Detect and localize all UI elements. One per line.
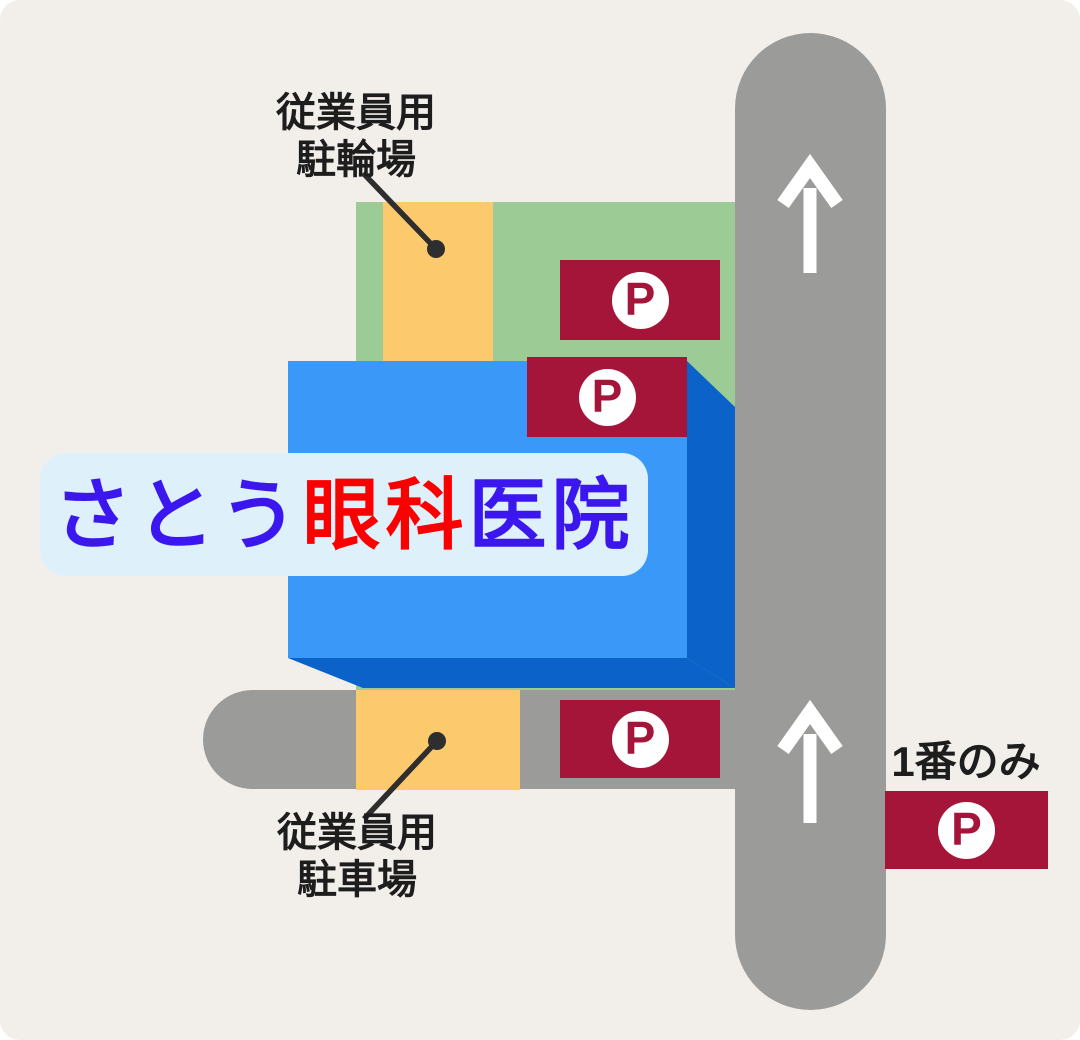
building-side-face <box>687 361 735 688</box>
parking-letter: P <box>591 370 623 422</box>
employee-car-parking-strip <box>356 690 520 790</box>
parking-letter: P <box>624 712 656 764</box>
car-parking-label: 従業員用 駐車場 <box>207 810 507 904</box>
parking-sign-south-road: P <box>560 700 720 778</box>
bicycle-parking-label-line1: 従業員用 <box>276 91 436 135</box>
parking-icon: P <box>938 801 995 859</box>
parking-letter: P <box>624 273 656 325</box>
clinic-name-part-1: さとう <box>53 470 303 559</box>
clinic-name-part-2: 眼科 <box>302 470 469 559</box>
clinic-name-banner: さとう眼科医院 <box>40 453 648 576</box>
bicycle-parking-label-line2: 駐輪場 <box>296 138 416 183</box>
bicycle-parking-label: 従業員用 駐輪場 <box>206 90 506 184</box>
car-parking-label-line1: 従業員用 <box>277 811 437 855</box>
building-bottom-face <box>288 658 735 688</box>
parking-sign-number-one: P <box>885 791 1048 869</box>
clinic-name-part-3: 医院 <box>468 470 635 559</box>
parking-icon: P <box>578 368 636 426</box>
parking-letter: P <box>951 803 982 855</box>
car-parking-label-line2: 駐車場 <box>297 858 417 903</box>
parking-sign-green-lot: P <box>560 260 720 340</box>
parking-sign-building-front: P <box>527 357 687 437</box>
number-one-only-label: 1番のみ <box>891 738 1041 785</box>
parking-icon: P <box>611 710 669 768</box>
parking-icon: P <box>611 271 669 329</box>
